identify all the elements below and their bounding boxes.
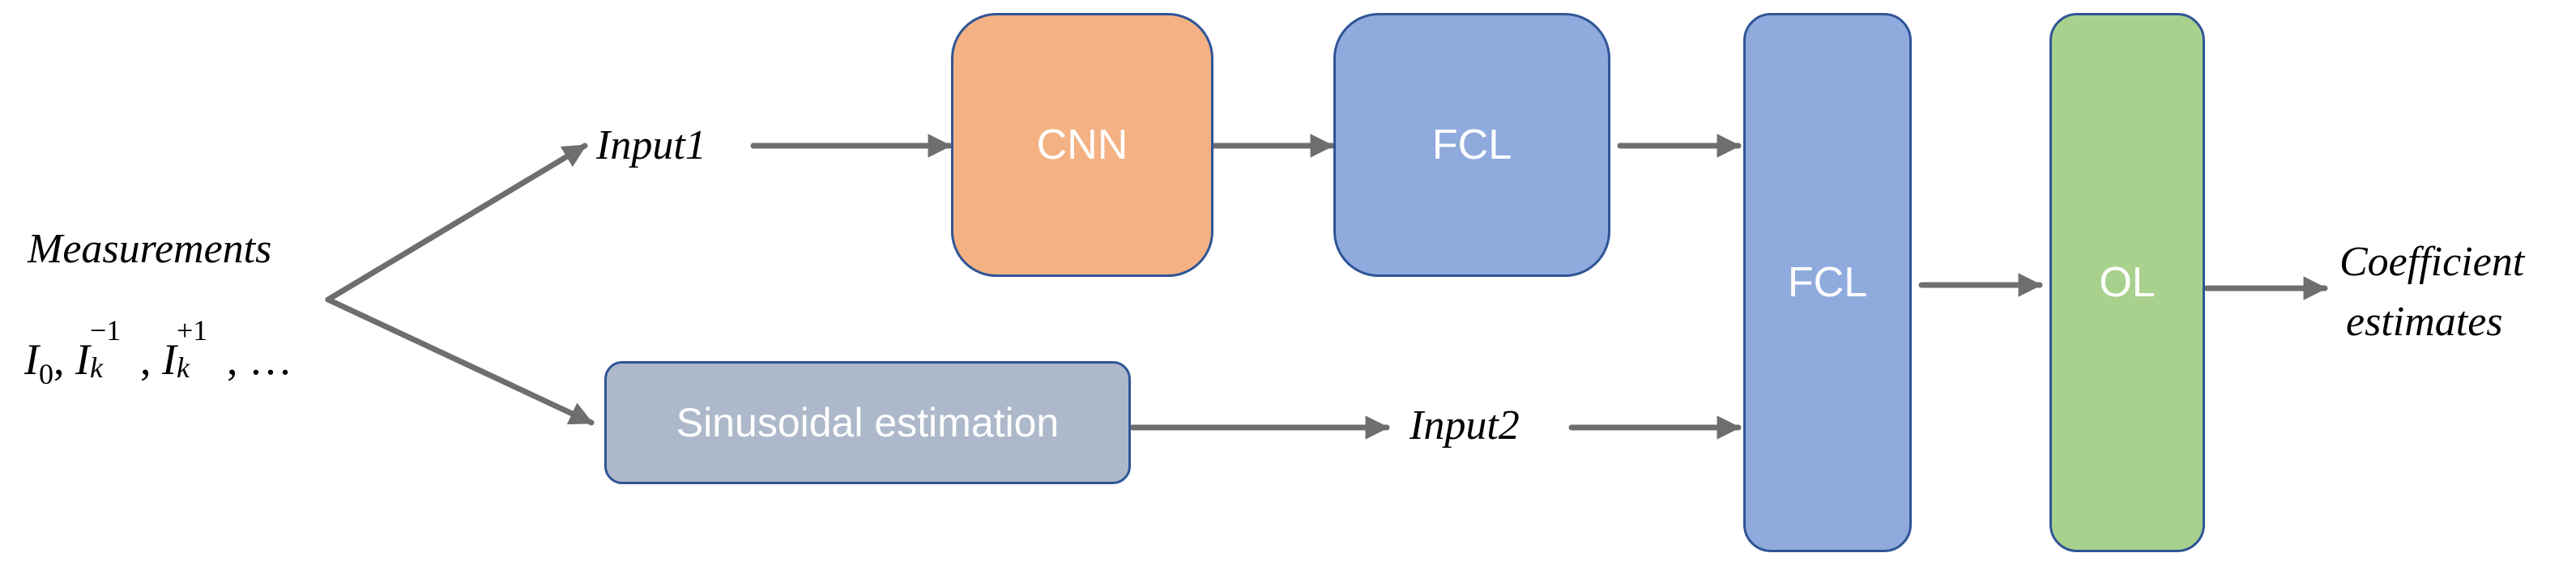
sinusoidal-estimation-label: Sinusoidal estimation (676, 400, 1060, 445)
edge-measurements-to-sinusoidal (325, 296, 595, 426)
ol-node: OL (2049, 13, 2205, 552)
input1-label: Input1 (596, 122, 706, 168)
fcl-node: FCL (1333, 13, 1610, 277)
sinusoidal-estimation-node: Sinusoidal estimation (604, 361, 1131, 484)
fcl-label: FCL (1431, 121, 1512, 168)
fcl-tall-label: FCL (1787, 259, 1868, 306)
formula-ellipsis: … (248, 335, 292, 384)
fcl-tall-node: FCL (1743, 13, 1912, 552)
measurements-label: Measurements (28, 226, 272, 272)
cnn-label: CNN (1036, 121, 1128, 168)
edge-measurements-to-input1 (325, 142, 588, 303)
cnn-node: CNN (951, 13, 1213, 277)
ol-label: OL (2099, 259, 2156, 306)
input2-label: Input2 (1410, 402, 1520, 449)
output-label-line1: Coefficient (2339, 239, 2525, 285)
formula-i0: I0 (24, 335, 53, 390)
output-label-line2: estimates (2346, 299, 2503, 345)
